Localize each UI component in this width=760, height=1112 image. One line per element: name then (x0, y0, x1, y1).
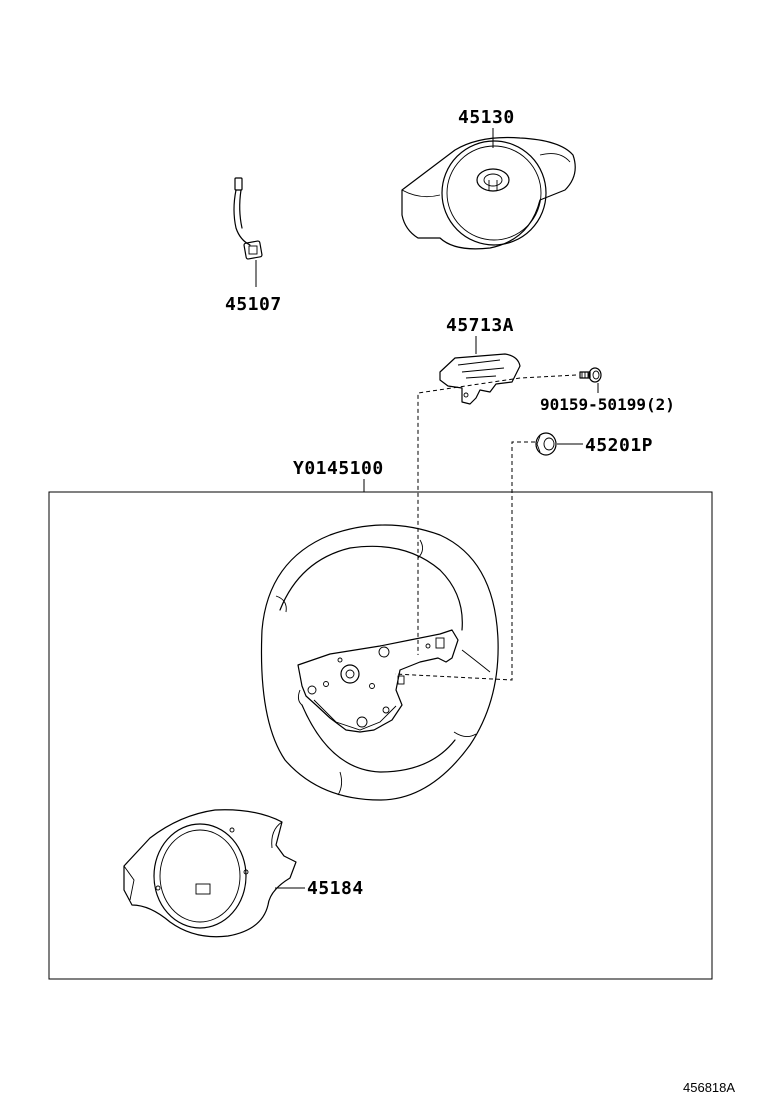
nut-part[interactable] (535, 432, 557, 456)
lower-cover-part[interactable] (439, 353, 521, 405)
dashed-line-cover-screw (417, 374, 577, 655)
label-45184: 45184 (307, 878, 364, 899)
assembly-box (48, 491, 713, 980)
label-y0145100: Y0145100 (293, 458, 384, 479)
label-45130: 45130 (458, 107, 515, 128)
figure-reference: 456818A (683, 1080, 735, 1095)
label-screw: 90159-50199(2) (540, 395, 675, 414)
airbag-pad-part[interactable] (401, 136, 576, 250)
label-45201p: 45201P (585, 435, 653, 456)
toyota-logo-icon (476, 168, 510, 192)
screw-part[interactable] (579, 367, 602, 383)
steering-wheel-part[interactable] (260, 524, 499, 801)
rear-cover-part[interactable] (123, 809, 297, 938)
dashed-line-nut (394, 441, 535, 681)
label-45107: 45107 (225, 294, 282, 315)
label-45713a: 45713A (446, 315, 514, 336)
spiral-cable-lead-part[interactable] (233, 177, 263, 260)
